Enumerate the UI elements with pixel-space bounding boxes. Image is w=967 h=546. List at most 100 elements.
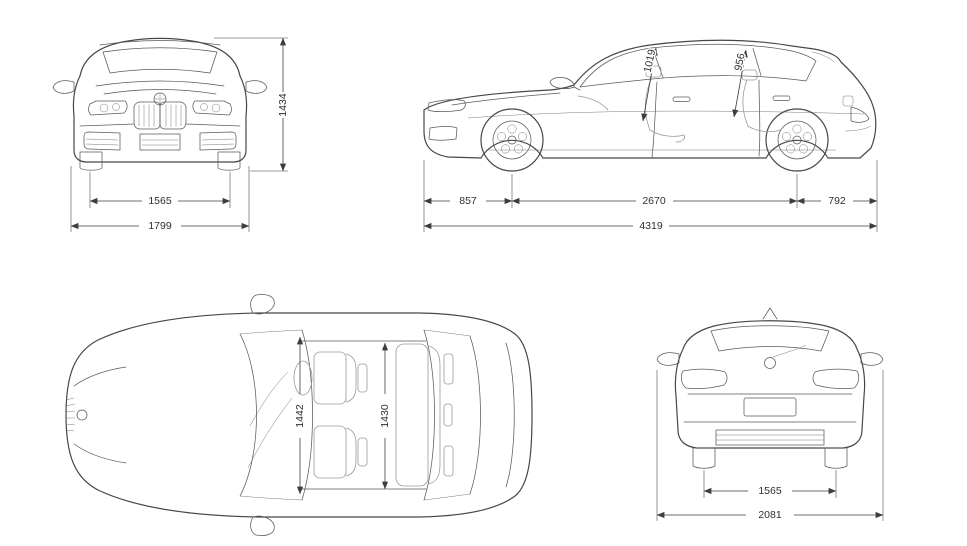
rear-headrest-center: [443, 403, 453, 427]
rear-tire: [765, 108, 829, 172]
fuel-door: [842, 95, 854, 107]
rear-seat-cushion: [747, 125, 781, 133]
dim-front-interior-width: 1442: [294, 404, 306, 428]
rear-mirror-left: [656, 352, 680, 366]
headlight-left: [88, 100, 128, 116]
dim-rear-interior-width: 1430: [379, 404, 391, 428]
front-seat-back-right: [345, 427, 357, 477]
rear-bench-cushion: [395, 343, 429, 487]
bmw-roundel-rear-icon: [764, 357, 776, 369]
front-body-outline: [72, 37, 248, 163]
top-view: 1442 1430: [65, 294, 533, 536]
dim-width-incl-mirrors: 2081: [758, 509, 782, 521]
front-seat-back-left: [345, 353, 357, 403]
dim-wheelbase: 2670: [642, 195, 666, 207]
kidney-grille-left: [133, 101, 161, 130]
rear-wheel-left: [692, 447, 716, 469]
front-grille-hatch: [65, 397, 76, 432]
dashboard-hint: [577, 95, 609, 111]
front-wheel-left: [79, 151, 103, 171]
front-spoke: [518, 132, 527, 142]
front-spoke: [497, 132, 506, 142]
rear-spoke: [792, 124, 802, 134]
rear-rim: [777, 120, 817, 160]
roundel-cross: [154, 93, 166, 105]
mirror-width-extension-lines: [656, 370, 884, 521]
rear-hub: [792, 135, 802, 145]
diffuser-slats: [716, 434, 824, 441]
headlight-left-lens: [99, 103, 109, 113]
width-extension-lines: [70, 166, 250, 232]
c-pillar: [752, 48, 762, 76]
front-hub: [507, 135, 517, 145]
top-mirror-left: [250, 294, 275, 315]
rear-headrest-right: [443, 445, 454, 477]
diffuser: [715, 429, 825, 446]
wipers: [247, 371, 293, 469]
a-pillar-edges: [239, 329, 303, 501]
top-body-outline: [65, 312, 533, 518]
length-extension-lines: [423, 160, 878, 232]
rear-mirror-right: [860, 352, 884, 366]
rear-spoke: [799, 144, 808, 154]
hood-headlight-lines: [73, 366, 127, 464]
front-bumper-intake: [428, 126, 458, 141]
dim-front-overhang: 857: [459, 195, 477, 207]
front-tire: [480, 108, 544, 172]
front-spoke: [514, 144, 523, 154]
front-view: 1434 1565 1799: [52, 37, 291, 234]
top-interior: [293, 343, 454, 487]
intake-lines: [85, 138, 235, 146]
cowl-line: [239, 333, 257, 497]
rear-headroom-line: [732, 49, 748, 118]
dim-rear-track: 1565: [758, 485, 782, 497]
rear-bench-back: [427, 345, 441, 485]
rear-window: [710, 325, 830, 352]
bumper-creases: [79, 123, 241, 127]
rear-spoke: [803, 132, 812, 142]
rear-bumper-crease: [844, 125, 872, 132]
rear-window-rear-edge: [469, 335, 481, 495]
tail-light-side: [850, 106, 870, 123]
rear-view: 1565 2081: [656, 307, 884, 523]
dim-overall-height: 1434: [277, 93, 289, 117]
hood-creases: [95, 80, 225, 95]
hatch-spoiler-line: [505, 342, 515, 488]
rear-wheel: [765, 108, 829, 172]
side-body-outline: [423, 39, 877, 159]
bmw-roundel-top-icon: [76, 409, 88, 421]
dim-front-track: 1565: [148, 195, 172, 207]
rear-spoke: [786, 144, 795, 154]
front-windshield: [102, 47, 218, 74]
front-roofline: [99, 40, 221, 46]
headlight-left-lens-2: [112, 103, 120, 111]
door-handle-rear: [772, 95, 791, 101]
rear-wheel-right: [824, 447, 848, 469]
dim-overall-length: 4319: [639, 220, 663, 232]
roof-rails: [299, 340, 427, 490]
rear-spoke: [782, 132, 791, 142]
character-line: [467, 110, 865, 119]
rear-seat-back: [742, 79, 749, 127]
license-plate: [743, 397, 797, 417]
interior-seats: [577, 65, 781, 143]
dim-rear-headroom: 956: [732, 52, 747, 72]
front-seat-cushion: [649, 129, 685, 143]
front-seat-cushion-left: [313, 351, 347, 405]
tail-light-left: [680, 368, 728, 389]
side-view: 1019 956 857 2670 792 4319: [423, 39, 878, 234]
rear-headrest-left: [443, 353, 454, 385]
front-headrest-right: [357, 437, 368, 467]
dim-overall-width: 1799: [148, 220, 172, 232]
headlight-right: [192, 100, 232, 116]
front-spoke: [501, 144, 510, 154]
roof-front-edge: [301, 329, 313, 501]
steering-wheel: [293, 360, 313, 396]
tail-light-right: [812, 368, 860, 389]
intake-left: [83, 131, 121, 151]
rear-window-sides: [423, 329, 471, 501]
dim-rear-overhang: 792: [828, 195, 846, 207]
headlight-right-lens-2: [200, 103, 208, 111]
rear-wiper: [772, 344, 807, 358]
